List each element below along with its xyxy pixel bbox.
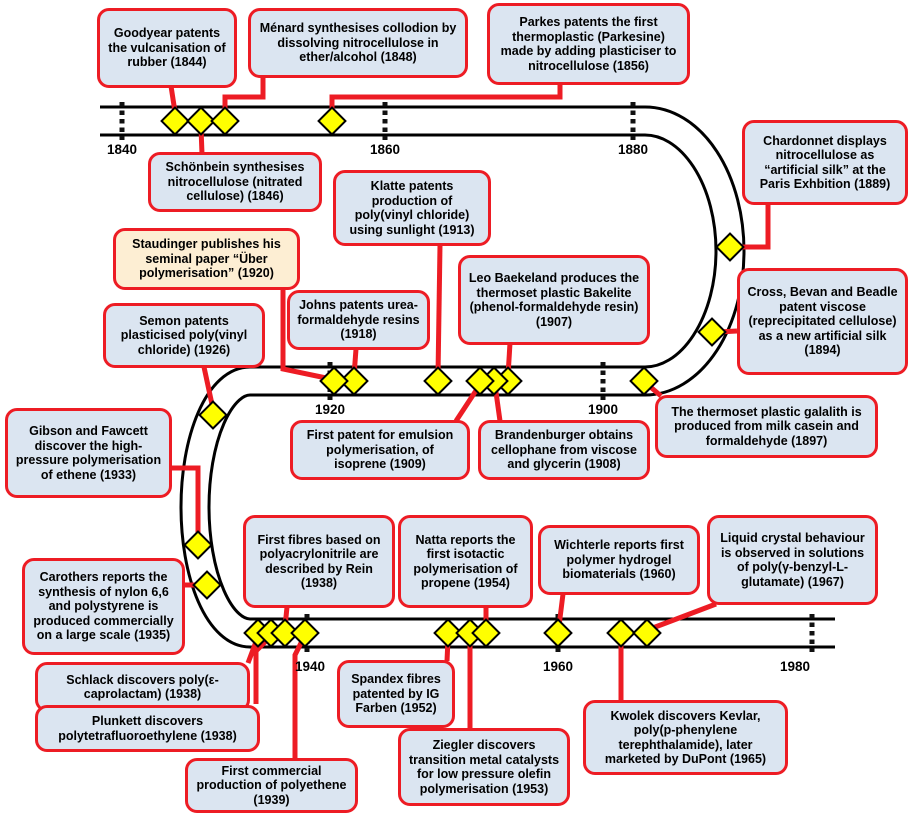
year-label-1880: 1880: [617, 142, 649, 157]
marker-polyethene: [290, 618, 320, 648]
event-box-liquid-crystal: Liquid crystal behaviour is observed in …: [707, 515, 878, 605]
marker-schonbein: [186, 106, 216, 136]
marker-klatte: [423, 366, 453, 396]
year-label-1900: 1900: [587, 402, 619, 417]
event-box-wichterle: Wichterle reports first polymer hydrogel…: [538, 525, 700, 595]
event-box-gibson: Gibson and Fawcett discover the high-pre…: [5, 408, 172, 498]
event-box-plunkett: Plunkett discovers polytetrafluoroethyle…: [35, 705, 260, 752]
marker-wichterle: [543, 618, 573, 648]
event-box-ziegler: Ziegler discovers transition metal catal…: [398, 728, 570, 806]
year-label-1840: 1840: [106, 142, 138, 157]
event-box-natta: Natta reports the first isotactic polyme…: [398, 515, 533, 608]
connector-isoprene: [453, 384, 482, 423]
event-box-polyethene: First commercial production of polyethen…: [185, 758, 358, 813]
marker-cross: [697, 317, 727, 347]
marker-rein: [270, 618, 300, 648]
connector-polyethene: [292, 637, 306, 759]
marker-spandex: [433, 618, 463, 648]
marker-staudinger: [319, 366, 349, 396]
connector-staudinger: [280, 289, 332, 382]
event-box-isoprene: First patent for emulsion polymerisation…: [290, 420, 470, 480]
marker-carothers: [192, 570, 222, 600]
marker-ziegler: [455, 618, 485, 648]
event-box-spandex: Spandex fibres patented by IG Farben (19…: [337, 660, 455, 728]
event-box-johns: Johns patents urea-formaldehyde resins (…: [287, 290, 430, 350]
event-markers: [160, 106, 745, 648]
event-box-kwolek: Kwolek discovers Kevlar, poly(p-phenylen…: [583, 700, 788, 775]
marker-kwolek: [606, 618, 636, 648]
event-box-staudinger: Staudinger publishes his seminal paper “…: [113, 228, 300, 290]
year-label-1960: 1960: [542, 659, 574, 674]
event-box-chardonnet: Chardonnet displays nitrocellulose as “a…: [742, 120, 908, 205]
year-label-1920: 1920: [314, 402, 346, 417]
connector-gibson: [171, 465, 201, 539]
year-label-1940: 1940: [294, 659, 326, 674]
marker-gibson: [183, 530, 213, 560]
year-label-1860: 1860: [369, 142, 401, 157]
connector-parkes: [329, 83, 563, 114]
connector-liquid-crystal: [649, 601, 717, 632]
event-box-parkes: Parkes patents the first thermoplastic (…: [487, 3, 690, 85]
connector-klatte: [435, 244, 443, 377]
marker-johns: [339, 366, 369, 396]
marker-chardonnet: [715, 232, 745, 262]
event-box-klatte: Klatte patents production of poly(vinyl …: [333, 170, 491, 246]
marker-semon: [198, 400, 228, 430]
event-box-carothers: Carothers reports the synthesis of nylon…: [22, 558, 185, 655]
marker-menard: [210, 106, 240, 136]
connector-chardonnet: [736, 203, 771, 250]
year-label-1980: 1980: [779, 659, 811, 674]
marker-parkes: [317, 106, 347, 136]
marker-natta: [471, 618, 501, 648]
connector-plunkett: [253, 637, 270, 704]
event-box-schonbein: Schönbein synthesises nitrocellulose (ni…: [148, 152, 322, 212]
event-box-brandenburger: Brandenburger obtains cellophane from vi…: [478, 420, 650, 480]
event-box-cross: Cross, Bevan and Beadle patent viscose (…: [737, 268, 908, 375]
event-box-rein: First fibres based on polyacrylonitrile …: [243, 515, 395, 608]
event-box-goodyear: Goodyear patents the vulcanisation of ru…: [97, 8, 237, 88]
event-box-semon: Semon patents plasticised poly(vinyl chl…: [103, 303, 265, 368]
marker-liquid-crystal: [632, 618, 662, 648]
event-box-menard: Ménard synthesises collodion by dissolvi…: [248, 8, 468, 78]
marker-goodyear: [160, 106, 190, 136]
event-box-baekeland: Leo Baekeland produces the thermoset pla…: [458, 255, 650, 345]
connector-menard: [222, 76, 266, 114]
marker-isoprene: [465, 366, 495, 396]
marker-galalith: [629, 366, 659, 396]
event-box-galalith: The thermoset plastic galalith is produc…: [655, 395, 878, 458]
